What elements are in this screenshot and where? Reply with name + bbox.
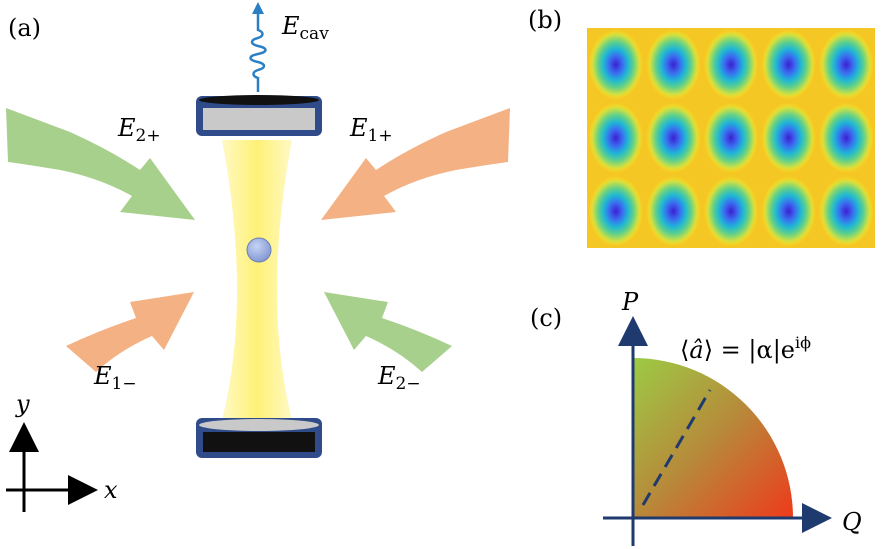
arrow-e1-minus (66, 292, 194, 372)
label-e2-minus: E2− (377, 362, 421, 394)
axis-label-y: y (15, 390, 30, 418)
axis-label-q: Q (842, 508, 862, 536)
label-e-cav: Ecav (281, 12, 329, 44)
arrow-e1-plus (321, 108, 510, 220)
panel-label-c: (c) (530, 304, 562, 332)
axis-label-x: x (104, 476, 118, 504)
quadrant-region (633, 358, 793, 518)
panel-label-b: (b) (528, 6, 562, 34)
pq-axes (603, 316, 832, 546)
arrow-e2-plus (6, 108, 195, 220)
mirror-icon (196, 418, 322, 458)
cavity-beam (222, 140, 292, 420)
phase-line (641, 389, 712, 506)
optical-lattice-heatmap (587, 28, 875, 248)
panel-label-a: (a) (8, 14, 41, 42)
mirror-icon (196, 95, 322, 136)
atom-icon (246, 237, 272, 263)
label-e1-minus: E1− (93, 362, 137, 394)
label-e2-plus: E2+ (117, 114, 161, 146)
axis-label-p: P (621, 288, 639, 316)
coherent-amplitude-formula: ⟨â⟩ = |α|eiϕ (680, 333, 811, 365)
cavity-output-wave-icon (249, 2, 267, 92)
label-e1-plus: E1+ (349, 114, 393, 146)
xy-axes (6, 422, 98, 512)
arrow-e2-minus (324, 292, 452, 372)
